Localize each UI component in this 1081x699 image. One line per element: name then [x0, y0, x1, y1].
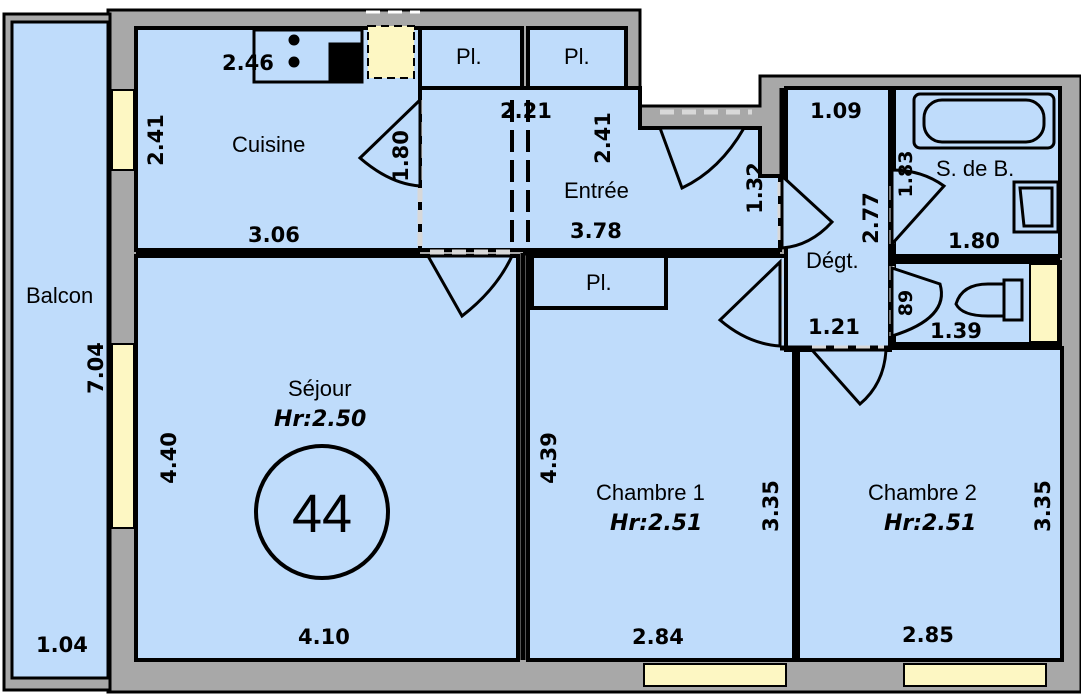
- wc-dim-depth: 89: [895, 290, 917, 316]
- window-sejour: [111, 343, 135, 529]
- cuisine-label: Cuisine: [232, 132, 305, 157]
- placard-3-floor: [530, 254, 668, 310]
- window-chambre2: [903, 663, 1047, 687]
- chambre1-label: Chambre 1: [596, 480, 705, 505]
- chambre2-dim-depth: 3.35: [1031, 480, 1055, 532]
- room-labels: Balcon Cuisine Pl. Pl. Pl. Entrée Séjour…: [26, 44, 1014, 536]
- placard-2-floor: [526, 26, 628, 90]
- stove-icon: [328, 42, 364, 84]
- degt-dim-top: 1.09: [810, 99, 862, 123]
- bathtub-inner: [922, 98, 1046, 144]
- balcon-width: 1.04: [36, 633, 88, 657]
- chambre1-dim-depth: 4.39: [537, 432, 561, 484]
- entree-dim-width: 3.78: [570, 219, 622, 243]
- toilet-tank: [1002, 278, 1024, 322]
- chambre2-floor: [796, 346, 1064, 662]
- door-sejour: [425, 254, 515, 319]
- vent-cuisine: [367, 25, 415, 79]
- cuisine-dim-depth: 2.41: [144, 114, 168, 166]
- door-entree: [657, 126, 747, 191]
- entree-dim-right: 1.32: [743, 162, 767, 214]
- chambre2-height: Hr:2.51: [884, 511, 976, 536]
- dimensions: 7.04 1.04 2.46 2.41 3.06 2.21 2.41 1.80 …: [36, 51, 1055, 657]
- sdb-label: S. de B.: [936, 156, 1014, 181]
- door-swings: [357, 96, 947, 407]
- window-wc: [1029, 263, 1059, 343]
- chambre1-dim-right: 3.35: [759, 480, 783, 532]
- sejour-height: Hr:2.50: [274, 407, 366, 432]
- washbasin-bowl: [1018, 186, 1054, 228]
- hob-ring-2: [288, 56, 300, 68]
- door-chambre2: [808, 348, 888, 407]
- sdb-dim-width: 1.80: [948, 229, 1000, 253]
- sejour-floor: [134, 254, 520, 662]
- placard-1-label: Pl.: [456, 44, 482, 69]
- chambre1-dim-width: 2.84: [632, 625, 684, 649]
- hob-ring-1: [288, 34, 300, 46]
- wc-dim-width: 1.39: [930, 319, 982, 343]
- unit-number-circle: [254, 444, 390, 580]
- balcon-label: Balcon: [26, 283, 93, 308]
- door-frames: [510, 100, 530, 246]
- chambre1-height: Hr:2.51: [610, 511, 702, 536]
- sejour-label: Séjour: [288, 376, 352, 401]
- door-degt-entree: [780, 172, 835, 250]
- entree-label: Entrée: [564, 178, 629, 203]
- placard-1-floor: [418, 26, 524, 90]
- door-sdb: [890, 168, 947, 248]
- window-chambre1: [643, 663, 787, 687]
- balcon-length: 7.04: [84, 342, 108, 394]
- degt-dim-bottom: 1.21: [808, 315, 860, 339]
- entree-dim-top: 2.21: [500, 99, 552, 123]
- degt-label: Dégt.: [806, 248, 859, 273]
- placard-2-label: Pl.: [564, 44, 590, 69]
- door-wc: [890, 265, 943, 339]
- degt-dim-length: 2.77: [859, 192, 883, 244]
- cuisine-dim-sink: 2.46: [222, 51, 274, 75]
- entree-dim-depth: 2.41: [591, 112, 615, 164]
- window-cuisine: [111, 89, 135, 171]
- sdb-dim-depth: 1.83: [895, 151, 917, 198]
- sejour-dim-width: 4.10: [298, 625, 350, 649]
- door-chambre1: [717, 258, 782, 348]
- cuisine-dim-width: 3.06: [248, 223, 300, 247]
- fixtures: [252, 28, 1060, 322]
- chambre2-label: Chambre 2: [868, 480, 977, 505]
- windows: [111, 25, 1059, 687]
- unit-number: 44: [292, 484, 352, 544]
- entree-dim-door: 1.80: [389, 130, 413, 182]
- balcon-floor: [10, 20, 110, 680]
- placard-3-label: Pl.: [586, 270, 612, 295]
- chambre2-dim-width: 2.85: [902, 623, 954, 647]
- sejour-dim-depth: 4.40: [157, 432, 181, 484]
- door-cuisine: [357, 96, 422, 188]
